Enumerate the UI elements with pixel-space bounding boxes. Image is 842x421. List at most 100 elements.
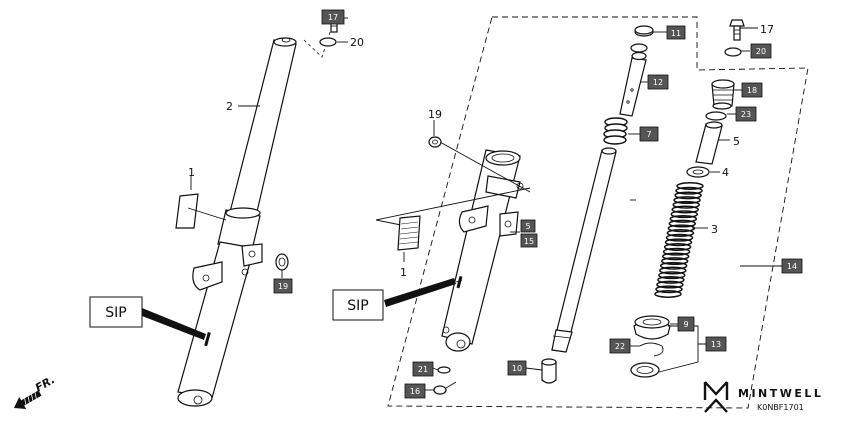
bleed-screw-19-right [428,136,442,148]
sip-callout-right: SIP [332,278,456,321]
spring-coil [670,210,699,219]
label-1-right: 1 [400,266,407,279]
spring-coil [659,261,688,270]
badge-9: 9 [677,316,695,332]
svg-text:22: 22 [615,342,625,351]
svg-text:19: 19 [278,282,288,291]
spring-coil [674,191,702,200]
bleed-screw-19-left [275,253,289,271]
svg-text:14: 14 [787,262,797,271]
spring-coil [663,243,692,251]
spring-coil [676,182,704,190]
svg-text:21: 21 [418,365,428,374]
spring-coil [655,285,683,294]
socket-bolt-16 [433,381,457,395]
label-2: 2 [226,100,233,113]
brand-logo-icon [703,381,729,413]
spring-coil [659,266,687,275]
fork-spring-3 [654,182,704,298]
badge-14: 14 [781,258,803,274]
brand-name: MINTWELL [738,387,823,400]
badge-17-left: 17 [321,9,345,25]
assembly-dashed-outline [387,16,809,409]
oil-seal-13 [630,362,660,378]
label-1-left: 1 [188,166,195,179]
svg-text:11: 11 [671,29,681,38]
svg-text:7: 7 [646,130,651,139]
sip-mark-right [456,275,463,289]
spring-coil [654,290,682,298]
spring-coil [675,186,703,195]
inner-fork-tube [229,39,297,217]
svg-text:10: 10 [512,364,522,373]
badge-19-left: 19 [273,278,293,294]
fork-cap-bolt-18 [711,79,735,110]
badge-10: 10 [507,360,527,376]
spring-coil [673,196,701,205]
badge-11: 11 [666,25,686,40]
spacer-5 [695,121,723,165]
spring-coil [666,229,695,237]
svg-text:12: 12 [653,78,663,87]
spring-coil [672,200,700,209]
svg-text:23: 23 [741,110,751,119]
spring-seat-4 [686,166,710,178]
badge-20-right: 20 [750,43,772,59]
right-bottom-case [441,149,524,352]
piston-rod-12 [619,43,648,117]
slider-pad-1-left [175,193,199,229]
front-direction-label: FR. [33,373,57,394]
badge-13: 13 [705,336,727,352]
badge-23: 23 [735,106,757,122]
spring-coil [658,271,686,280]
front-direction-arrow-icon: FR. [14,373,57,410]
svg-text:20: 20 [756,47,766,56]
badge-5-small: 5 [520,219,536,233]
spring-coil [661,252,690,261]
spring-coil [662,247,691,256]
spring-coil [668,219,697,228]
label-17-right: 17 [760,23,774,36]
svg-text:15: 15 [524,237,534,246]
svg-text:SIP: SIP [347,298,368,314]
o-ring-23 [705,111,727,121]
badge-15: 15 [520,233,538,248]
bolt-17-right [729,19,745,41]
rebound-spring-7 [603,117,628,145]
badge-21: 21 [412,361,434,377]
badge-16: 16 [404,383,426,399]
label-20-left: 20 [350,36,364,49]
slider-pad-1-right [397,215,421,251]
badge-7: 7 [639,126,659,142]
svg-text:9: 9 [683,320,688,329]
label-19-right-case: 19 [428,108,442,121]
sip-callout-left: SIP [89,296,206,340]
label-3: 3 [711,223,718,236]
svg-text:16: 16 [410,387,420,396]
stopper-ring-22 [639,342,664,357]
dust-seal-9 [633,315,671,340]
badge-18: 18 [741,82,763,98]
svg-text:13: 13 [711,340,721,349]
badge-12: 12 [647,74,669,90]
left-fork-assembly [177,37,297,407]
diagram-code: K0NBF1701 [757,403,804,412]
svg-text:SIP: SIP [105,305,126,321]
damper-tube [551,149,617,353]
spring-coil [669,214,698,223]
washer-20-left [319,37,337,47]
leader-dashed-17-20-left [303,25,333,58]
spring-coil [671,205,699,214]
washer-20-right [724,47,742,57]
spring-coil [664,238,693,247]
svg-text:17: 17 [328,13,338,22]
label-5: 5 [733,135,740,148]
spring-coil [656,280,684,289]
label-4: 4 [722,166,729,179]
sip-mark-left [204,331,211,347]
washer-21 [437,366,451,374]
spring-coil [665,233,694,242]
svg-text:5: 5 [525,222,530,231]
badge-22: 22 [609,338,631,354]
